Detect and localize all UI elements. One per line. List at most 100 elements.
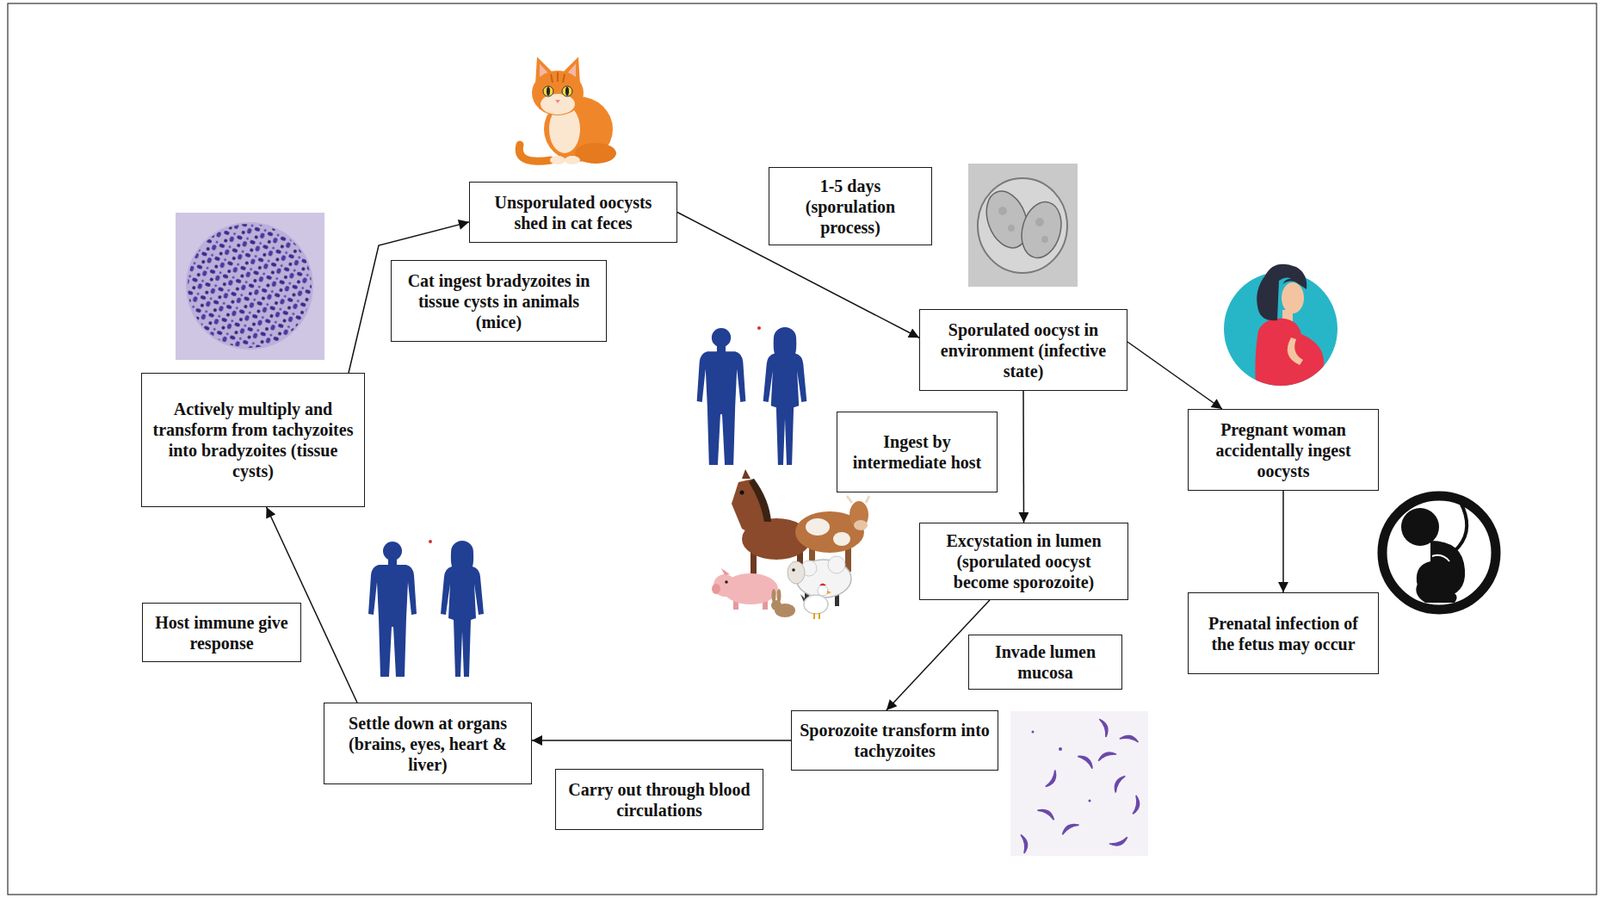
- farm-animals-part: [748, 478, 772, 522]
- farm-animals-part: [833, 531, 851, 546]
- pregnant-woman-icon-part: [1287, 337, 1304, 365]
- farm-animals-part: [772, 588, 777, 603]
- farm-animals-part: [827, 555, 846, 574]
- farm-animals-part: [853, 519, 868, 531]
- farm-animals-part: [711, 583, 721, 594]
- farm-animals-part: [777, 588, 782, 603]
- pregnant-woman-icon-part: [1281, 282, 1304, 314]
- tachyzoite-micrograph-part: [1096, 749, 1117, 761]
- farm-animals-part: [817, 585, 828, 596]
- flow-arrow: [531, 739, 791, 742]
- oocyst-micrograph-part: [1041, 235, 1049, 243]
- farm-animals-part: [787, 561, 805, 584]
- flow-arrow: [1282, 490, 1285, 593]
- tissue-cyst-micrograph-part: [175, 212, 325, 360]
- process-box: Pregnant woman accidentally ingest oocys…: [1187, 408, 1379, 491]
- tachyzoite-micrograph-part: [1010, 710, 1149, 856]
- fetus-icon-part: [1454, 501, 1467, 551]
- tachyzoite-micrograph: [1010, 710, 1149, 856]
- human-figures: [697, 326, 808, 465]
- cat-icon-part: [531, 70, 584, 116]
- tachyzoite-micrograph-part: [1109, 836, 1130, 848]
- box-label: Actively multiply and transform from tac…: [148, 398, 358, 482]
- box-label: Cat ingest bradyzoites in tissue cysts i…: [398, 270, 600, 333]
- tachyzoite-micrograph-part: [1088, 799, 1092, 803]
- farm-animals-part: [814, 612, 820, 619]
- process-box: Settle down at organs (brains, eyes, hea…: [323, 702, 532, 785]
- cat-icon-part: [546, 86, 550, 96]
- cat-icon-part: [562, 86, 573, 97]
- oocyst-micrograph-part: [998, 206, 1007, 216]
- process-box: Invade lumen mucosa: [968, 634, 1123, 690]
- pregnant-woman-icon-part: [1254, 309, 1324, 396]
- cat-icon-part: [564, 155, 581, 165]
- oocyst-micrograph: [968, 163, 1078, 287]
- human-figures-part: [763, 327, 808, 465]
- human-figures-part: [440, 540, 484, 677]
- cat-icon-part: [549, 155, 566, 165]
- process-box: Cat ingest bradyzoites in tissue cysts i…: [390, 259, 607, 342]
- cat-icon-part: [518, 144, 551, 161]
- process-box: Excystation in lumen (sporulated oocyst …: [919, 522, 1129, 600]
- tissue-cyst-micrograph-part: [187, 223, 312, 348]
- process-box: Sporulated oocyst in environment (infect…: [919, 308, 1128, 391]
- human-figures-part: [757, 326, 761, 330]
- farm-animals-part: [805, 518, 830, 536]
- farm-animals-part: [721, 568, 730, 575]
- farm-animals-part: [827, 590, 832, 594]
- cat-icon-part: [540, 93, 575, 115]
- tachyzoite-micrograph-part: [1045, 769, 1060, 789]
- box-label: Invade lumen mucosa: [976, 641, 1115, 683]
- process-box: Unsporulated oocysts shed in cat feces: [469, 181, 678, 243]
- human-figures-part: [368, 541, 417, 677]
- pregnant-woman-icon: [1223, 264, 1338, 396]
- farm-animals-part: [741, 469, 751, 479]
- tachyzoite-micrograph-part: [1111, 773, 1125, 793]
- farm-animals-part: [791, 568, 796, 572]
- box-label: Sporulated oocyst in environment (infect…: [926, 319, 1120, 382]
- box-label: Host immune give response: [149, 611, 294, 654]
- tachyzoite-micrograph-part: [1037, 805, 1057, 820]
- farm-animals-part: [740, 490, 745, 495]
- farm-animals-part: [846, 495, 870, 503]
- fetus-icon-part: [1415, 581, 1457, 603]
- box-label: Pregnant woman accidentally ingest oocys…: [1195, 419, 1372, 482]
- tachyzoite-micrograph-part: [1020, 833, 1029, 854]
- cat-icon-part: [555, 99, 561, 104]
- oocyst-micrograph-part: [1035, 217, 1045, 227]
- box-label: Prenatal infection of the fetus may occu…: [1195, 612, 1372, 655]
- flow-arrow: [1022, 390, 1025, 523]
- tachyzoite-micrograph-part: [1031, 730, 1035, 734]
- flow-arrow: [1127, 341, 1223, 409]
- farm-animals-part: [724, 580, 729, 584]
- process-box: Sporozoite transform into tachyzoites: [790, 710, 999, 771]
- tachyzoite-micrograph-part: [1077, 752, 1095, 768]
- cat-icon: [518, 56, 617, 165]
- oocyst-micrograph-part: [1015, 197, 1068, 262]
- box-label: Unsporulated oocysts shed in cat feces: [476, 191, 670, 234]
- tachyzoite-micrograph-part: [1058, 747, 1063, 751]
- fetus-icon: [1382, 495, 1496, 610]
- cat-icon-part: [574, 142, 617, 164]
- human-figures-part: [697, 327, 747, 465]
- process-box: Carry out through blood circulations: [555, 768, 764, 830]
- pregnant-woman-icon-part: [1254, 318, 1324, 396]
- oocyst-micrograph-part: [1007, 224, 1015, 232]
- farm-animals-part: [819, 583, 827, 587]
- cat-icon-part: [550, 72, 565, 83]
- tachyzoite-micrograph-part: [1099, 716, 1111, 737]
- cat-icon-part: [565, 86, 569, 96]
- box-label: Carry out through blood circulations: [562, 778, 756, 821]
- tachyzoite-micrograph-part: [1119, 734, 1140, 742]
- pregnant-woman-icon-part: [1256, 264, 1307, 322]
- box-label: Sporozoite transform into tachyzoites: [798, 719, 991, 761]
- cat-icon-part: [543, 86, 554, 97]
- fetus-icon-part: [1382, 495, 1496, 610]
- tissue-cyst-micrograph-part: [185, 222, 314, 350]
- pregnant-woman-icon-part: [1282, 278, 1304, 286]
- oocyst-micrograph-part: [977, 178, 1068, 273]
- oocyst-micrograph-part: [968, 163, 1078, 287]
- process-box: 1-5 days (sporulation process): [768, 166, 933, 246]
